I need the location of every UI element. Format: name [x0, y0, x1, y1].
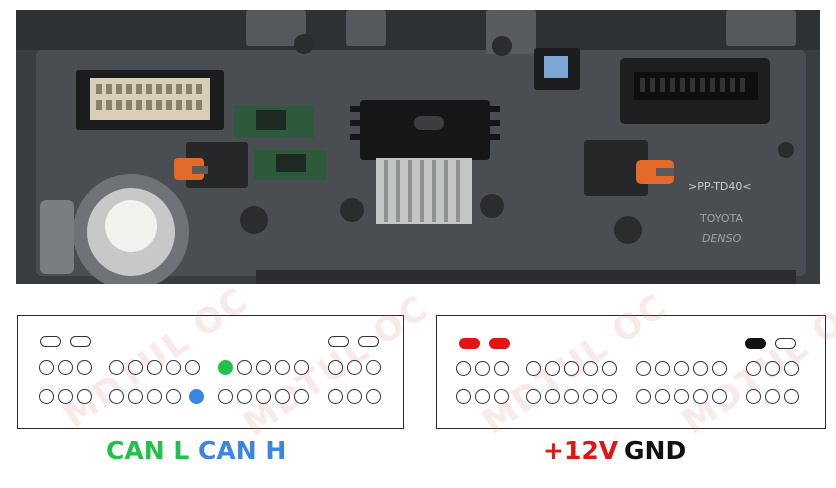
- pin: [347, 360, 362, 375]
- pin: [456, 389, 471, 404]
- pin: [366, 389, 381, 404]
- pin: [526, 361, 541, 376]
- device-photo: >PP-TD40< TOYOTA DENSO: [16, 10, 820, 284]
- pin: [693, 389, 708, 404]
- pin: [294, 389, 309, 404]
- pin: [494, 389, 509, 404]
- pin: [583, 361, 598, 376]
- brand-text-denso: DENSO: [702, 232, 742, 245]
- legend-plus-12v: +12V: [543, 436, 619, 465]
- pin: [237, 389, 252, 404]
- pin: [366, 360, 381, 375]
- pin: [39, 360, 54, 375]
- slot: [775, 338, 796, 349]
- pin: [475, 389, 490, 404]
- slot-plus-12v: [489, 338, 510, 349]
- pin: [602, 361, 617, 376]
- pin: [655, 389, 670, 404]
- pin: [475, 361, 490, 376]
- pin: [128, 360, 143, 375]
- photo-illustration: >PP-TD40< TOYOTA DENSO: [16, 10, 820, 284]
- pin: [77, 360, 92, 375]
- pin: [58, 360, 73, 375]
- pin: [147, 389, 162, 404]
- pin: [185, 360, 200, 375]
- legend-can-h: CAN H: [198, 436, 287, 465]
- pin: [636, 361, 651, 376]
- pin: [712, 361, 727, 376]
- pin: [58, 389, 73, 404]
- slot-plus-12v: [459, 338, 480, 349]
- pin: [294, 360, 309, 375]
- pin: [256, 389, 271, 404]
- watermark: MDTUL OC: [56, 279, 257, 437]
- slot: [358, 336, 379, 347]
- pin: [237, 360, 252, 375]
- pin: [39, 389, 54, 404]
- pin: [784, 361, 799, 376]
- pin: [147, 360, 162, 375]
- pin: [583, 389, 598, 404]
- pin: [765, 389, 780, 404]
- pin: [674, 361, 689, 376]
- pin: [693, 361, 708, 376]
- pin: [526, 389, 541, 404]
- pin: [218, 389, 233, 404]
- pin: [166, 360, 181, 375]
- right-connector-photo: [620, 58, 770, 124]
- pin: [328, 360, 343, 375]
- pin: [545, 389, 560, 404]
- left-connector-photo: [76, 70, 224, 130]
- pin: [77, 389, 92, 404]
- pin: [545, 361, 560, 376]
- pin: [564, 389, 579, 404]
- pin: [347, 389, 362, 404]
- legend-gnd: GND: [624, 436, 687, 465]
- pin: [328, 389, 343, 404]
- pin: [275, 360, 290, 375]
- pin: [166, 389, 181, 404]
- pin: [275, 389, 290, 404]
- pin: [456, 361, 471, 376]
- pin: [109, 360, 124, 375]
- pin: [765, 361, 780, 376]
- pin: [128, 389, 143, 404]
- pin: [784, 389, 799, 404]
- slot: [328, 336, 349, 347]
- pin: [109, 389, 124, 404]
- brand-text-toyota: TOYOTA: [699, 212, 743, 225]
- pin: [674, 389, 689, 404]
- pin-can-h: [189, 389, 204, 404]
- pin: [256, 360, 271, 375]
- slot: [70, 336, 91, 347]
- slot-gnd: [745, 338, 766, 349]
- part-marking-text: >PP-TD40<: [688, 180, 752, 193]
- heatsink: [350, 100, 500, 224]
- slot: [40, 336, 61, 347]
- pin: [746, 389, 761, 404]
- pin: [655, 361, 670, 376]
- pin: [636, 389, 651, 404]
- pin: [712, 389, 727, 404]
- pin: [602, 389, 617, 404]
- pin: [746, 361, 761, 376]
- pin: [494, 361, 509, 376]
- pin: [564, 361, 579, 376]
- pin-can-l: [218, 360, 233, 375]
- legend-can-l: CAN L: [106, 436, 190, 465]
- left-connector-pinout: MDTUL OC MDTUL OC: [17, 280, 436, 444]
- right-connector-pinout: MDTUL OC MDTUL OC: [436, 286, 836, 442]
